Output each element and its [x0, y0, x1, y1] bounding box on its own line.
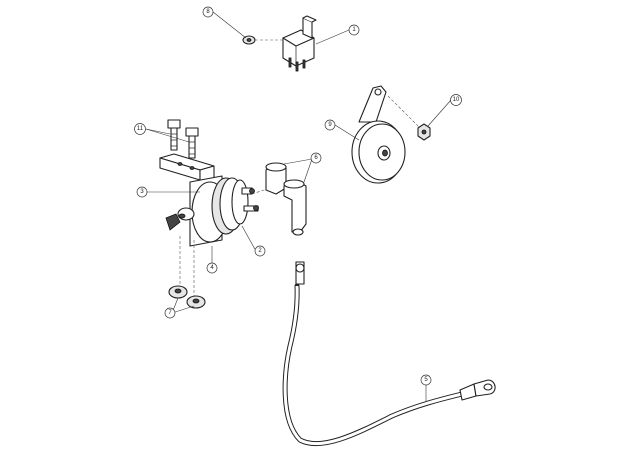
- flange-nut-8: [242, 35, 284, 45]
- nut-10: [417, 123, 431, 141]
- callout-1: 1: [348, 24, 360, 36]
- callout-5: 5: [420, 374, 432, 386]
- callout-4: 4: [206, 262, 218, 274]
- callout-11: 11: [134, 123, 146, 135]
- svg-text:7: 7: [168, 310, 172, 316]
- callout-7: 7: [164, 307, 176, 319]
- nuts-7: [168, 285, 206, 309]
- relay-part: [282, 15, 317, 72]
- svg-text:2: 2: [258, 248, 262, 254]
- callout-9: 9: [324, 119, 336, 131]
- svg-text:10: 10: [453, 97, 460, 103]
- horn-part: [351, 85, 421, 184]
- svg-text:6: 6: [314, 155, 318, 161]
- callout-8: 8: [202, 6, 214, 18]
- callout-6: 6: [310, 152, 322, 164]
- svg-text:9: 9: [328, 122, 332, 128]
- svg-text:4: 4: [210, 265, 214, 271]
- svg-text:5: 5: [424, 377, 428, 383]
- leader-lines: [145, 11, 452, 402]
- bolts-11: [167, 119, 199, 159]
- svg-text:1: 1: [352, 27, 356, 33]
- battery-switch-part: [165, 175, 283, 298]
- callout-2: 2: [254, 245, 266, 257]
- svg-text:8: 8: [206, 9, 210, 15]
- terminal-boots-6: [265, 162, 307, 236]
- callout-10: 10: [450, 94, 462, 106]
- svg-text:11: 11: [137, 126, 144, 132]
- callout-3: 3: [136, 186, 148, 198]
- battery-cable-5: [282, 261, 496, 447]
- svg-text:3: 3: [140, 189, 144, 195]
